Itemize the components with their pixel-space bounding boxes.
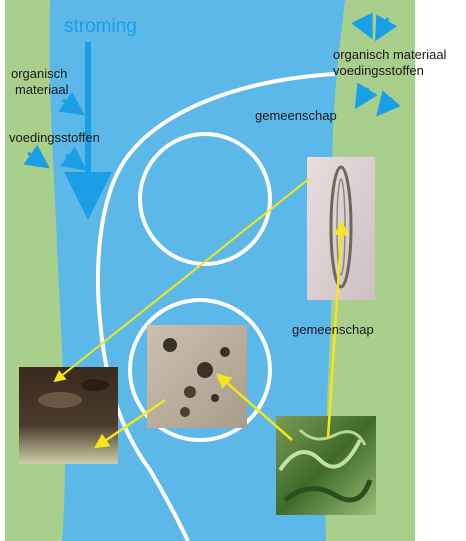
left-organic-label-line2: materiaal (15, 82, 68, 98)
flow-label: stroming (64, 16, 137, 38)
right-organic-label: organisch materiaal (333, 47, 446, 63)
community-label-lower: gemeenschap (292, 322, 374, 338)
left-organic-label-line1: organisch (11, 66, 67, 82)
photo-moss (276, 416, 376, 515)
community-label-upper: gemeenschap (255, 108, 337, 124)
photo-particles (147, 325, 247, 428)
photo-streambed (19, 367, 118, 464)
left-nutrients-label: voedingsstoffen (9, 130, 100, 146)
right-nutrients-label: voedingsstoffen (333, 63, 424, 79)
